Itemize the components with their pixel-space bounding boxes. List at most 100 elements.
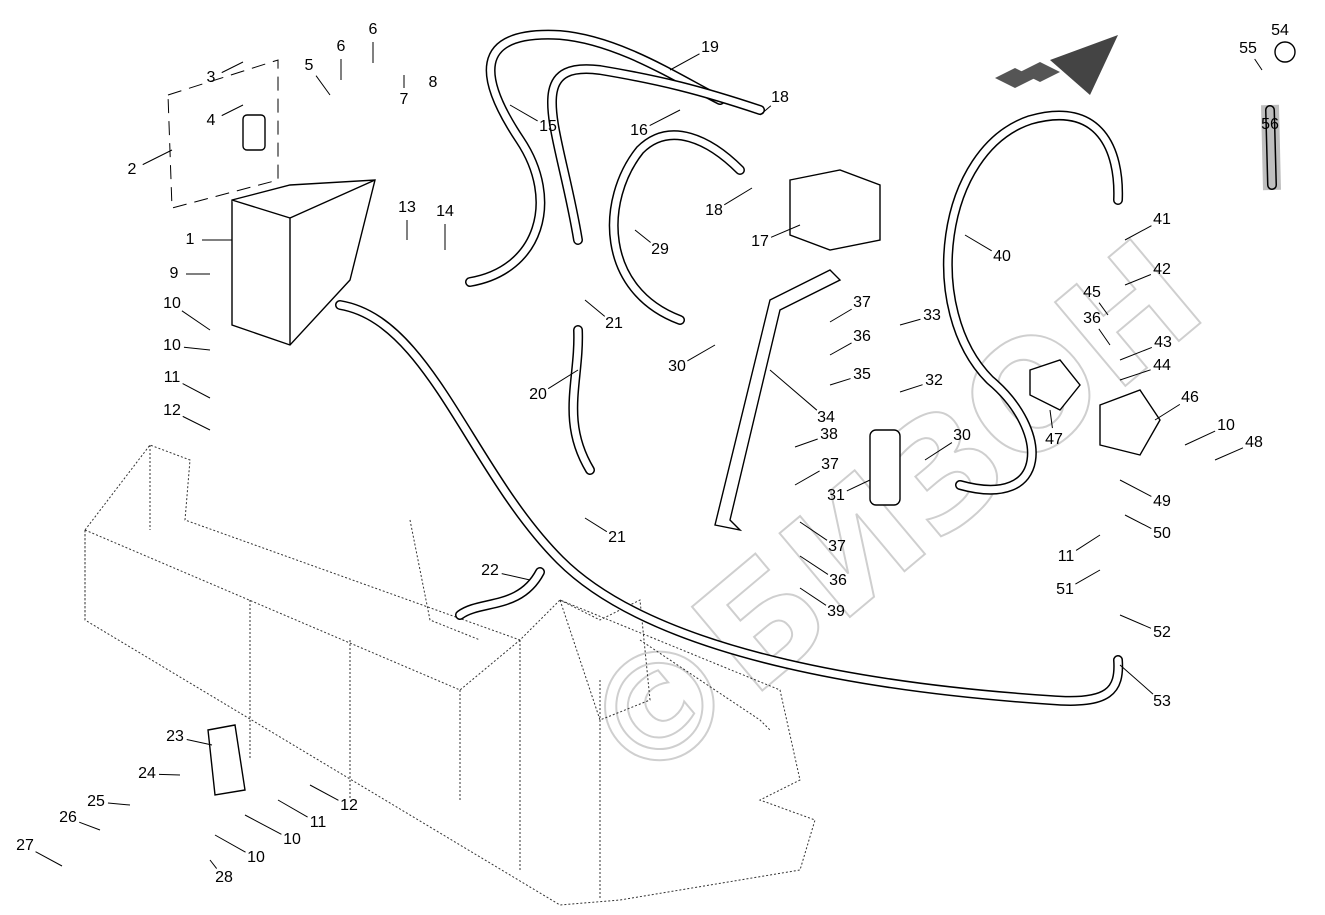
callout-23: 23 bbox=[166, 728, 184, 745]
callout-6: 6 bbox=[369, 21, 378, 38]
callout-30: 30 bbox=[668, 358, 686, 375]
callout-5: 5 bbox=[305, 57, 314, 74]
leader-line bbox=[244, 814, 282, 835]
callout-3: 3 bbox=[207, 69, 216, 86]
callout-18: 18 bbox=[771, 89, 789, 106]
callout-10: 10 bbox=[163, 337, 181, 354]
callout-11: 11 bbox=[310, 814, 327, 831]
callout-1: 1 bbox=[186, 231, 195, 248]
callout-16: 16 bbox=[630, 122, 648, 139]
callout-13: 13 bbox=[398, 199, 416, 216]
callout-11: 11 bbox=[1058, 548, 1075, 565]
callout-10: 10 bbox=[163, 295, 181, 312]
callout-54: 54 bbox=[1271, 22, 1289, 39]
leader-line bbox=[584, 299, 606, 317]
leader-line bbox=[649, 109, 681, 126]
callout-10: 10 bbox=[247, 849, 265, 866]
leader-line bbox=[687, 344, 716, 362]
leader-line bbox=[79, 821, 101, 831]
leader-line bbox=[829, 378, 851, 386]
callout-17: 17 bbox=[751, 233, 769, 250]
callout-31: 31 bbox=[827, 487, 845, 504]
callout-15: 15 bbox=[539, 118, 557, 135]
leader-line bbox=[1098, 328, 1111, 346]
callout-53: 53 bbox=[1153, 693, 1171, 710]
leader-line bbox=[724, 187, 753, 206]
leader-line bbox=[1124, 225, 1152, 241]
callout-18: 18 bbox=[705, 202, 723, 219]
callout-30: 30 bbox=[953, 427, 971, 444]
callout-20: 20 bbox=[529, 386, 547, 403]
leader-line bbox=[1049, 409, 1053, 429]
hydraulic-tank bbox=[231, 179, 376, 346]
callout-24: 24 bbox=[138, 765, 156, 782]
leader-line bbox=[799, 521, 828, 541]
callout-21: 21 bbox=[608, 529, 626, 546]
callout-10: 10 bbox=[1217, 417, 1235, 434]
leader-line bbox=[1119, 346, 1153, 361]
leader-line bbox=[158, 773, 181, 776]
callout-48: 48 bbox=[1245, 434, 1263, 451]
leader-line bbox=[634, 229, 651, 243]
coupling-plate bbox=[207, 724, 246, 796]
leader-line bbox=[182, 415, 211, 431]
callout-12: 12 bbox=[340, 797, 358, 814]
callout-46: 46 bbox=[1181, 389, 1199, 406]
leader-line bbox=[669, 53, 700, 71]
callout-19: 19 bbox=[701, 39, 719, 56]
leader-line bbox=[509, 104, 538, 122]
leader-line bbox=[309, 784, 339, 801]
callout-51: 51 bbox=[1056, 581, 1074, 598]
leader-line bbox=[181, 310, 211, 331]
callout-37: 37 bbox=[828, 538, 846, 555]
callout-8: 8 bbox=[429, 74, 438, 91]
leader-line bbox=[794, 438, 818, 448]
callout-9: 9 bbox=[170, 265, 179, 282]
leader-line bbox=[221, 104, 244, 117]
callout-37: 37 bbox=[853, 294, 871, 311]
leader-line bbox=[829, 308, 852, 323]
leader-line bbox=[964, 234, 992, 252]
callout-2: 2 bbox=[128, 161, 137, 178]
leader-line bbox=[1119, 369, 1151, 381]
callout-42: 42 bbox=[1153, 261, 1171, 278]
leader-line bbox=[547, 369, 579, 390]
forward-direction-arrow bbox=[995, 35, 1118, 95]
callout-45: 45 bbox=[1083, 284, 1101, 301]
callout-26: 26 bbox=[59, 809, 77, 826]
leader-line bbox=[799, 587, 827, 606]
hub bbox=[1029, 359, 1081, 411]
leader-line bbox=[1154, 403, 1181, 421]
leader-line bbox=[107, 802, 131, 806]
callout-38: 38 bbox=[820, 426, 838, 443]
leader-line bbox=[799, 555, 829, 575]
callout-39: 39 bbox=[827, 603, 845, 620]
leader-line bbox=[35, 851, 63, 867]
leader-line bbox=[182, 383, 211, 399]
leader-line bbox=[584, 517, 608, 533]
callout-21: 21 bbox=[605, 315, 623, 332]
leader-line bbox=[209, 859, 218, 869]
leader-line bbox=[214, 834, 246, 853]
hoses bbox=[335, 29, 1277, 706]
callout-27: 27 bbox=[16, 837, 34, 854]
callout-11: 11 bbox=[164, 369, 181, 386]
callout-52: 52 bbox=[1153, 624, 1171, 641]
callout-56: 56 bbox=[1261, 116, 1279, 133]
leader-line bbox=[1075, 569, 1101, 585]
callout-36: 36 bbox=[829, 572, 847, 589]
callout-10: 10 bbox=[283, 831, 301, 848]
leader-line bbox=[1119, 664, 1154, 695]
leader-line bbox=[315, 75, 331, 96]
callout-40: 40 bbox=[993, 248, 1011, 265]
callout-14: 14 bbox=[436, 203, 454, 220]
callout-36: 36 bbox=[1083, 310, 1101, 327]
leader-line bbox=[1119, 614, 1152, 629]
callout-36: 36 bbox=[853, 328, 871, 345]
leader-line bbox=[1119, 479, 1152, 497]
callout-32: 32 bbox=[925, 372, 943, 389]
callout-43: 43 bbox=[1154, 334, 1172, 351]
leader-line bbox=[899, 384, 923, 393]
